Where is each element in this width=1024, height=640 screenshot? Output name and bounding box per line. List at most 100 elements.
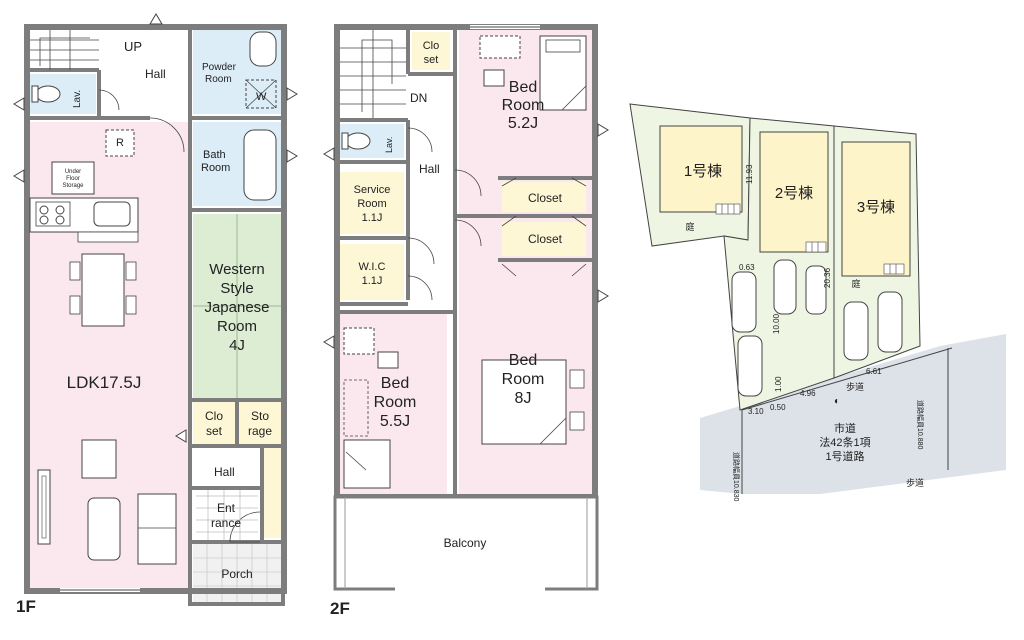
entry-grids <box>715 203 905 275</box>
closet1-label: Closet <box>528 191 563 205</box>
entrance-label-2: rance <box>211 516 241 530</box>
parked-cars <box>731 259 903 397</box>
floor-2: Clo set DN Lav. Hall Service Room 1.1J W… <box>323 24 609 618</box>
road-label-3: 1号道路 <box>825 449 864 463</box>
dim-1193: 11.93 <box>745 164 754 184</box>
floor2-hall-label: Hall <box>419 162 440 176</box>
closet2-fill <box>502 222 586 256</box>
site-plan: 1号棟 2号棟 3号棟 庭 庭 11.93 20.36 0.63 10.00 1… <box>629 103 1006 502</box>
storage-label-2: rage <box>248 424 272 438</box>
ldk-door-swing <box>149 117 185 153</box>
service-room-label-1: Service <box>354 184 391 196</box>
road-label-2: 法42条1項 <box>819 435 870 449</box>
bed-52-label-2: Room <box>502 97 545 114</box>
dim-063: 0.63 <box>739 263 755 272</box>
sofa <box>137 493 177 565</box>
storage-label-1: Sto <box>251 409 269 423</box>
closet-small-fill <box>412 32 450 70</box>
lot-3-house <box>841 141 911 277</box>
dn-label: DN <box>410 91 427 105</box>
balcony-outline <box>333 495 599 591</box>
road-label-1: 市道 <box>834 421 856 435</box>
garden-label: 庭 <box>685 221 694 232</box>
bed-55-label-2: Room <box>374 394 417 411</box>
bed-55 <box>343 327 399 489</box>
lot-2-label: 2号棟 <box>775 185 813 202</box>
lot-3-label: 3号棟 <box>857 199 895 216</box>
entrance-door-swing <box>229 511 261 543</box>
dim-661: 6.61 <box>866 367 882 376</box>
sink-icon <box>93 201 131 227</box>
bath-room-label-1: Bath <box>203 149 226 161</box>
floor2-toilet-icon <box>345 132 371 150</box>
closet1-fill <box>502 182 586 212</box>
wic-label-2: 1.1J <box>362 275 383 287</box>
powder-room-label-1: Powder <box>202 62 237 73</box>
wic-label-1: W.I.C <box>359 261 386 273</box>
bed-55-label-1: Bed <box>381 375 409 392</box>
living-table <box>87 497 121 561</box>
bed-8-label-3: 8J <box>515 390 532 407</box>
under-floor-storage-box <box>51 161 95 195</box>
dim-100: 1.00 <box>774 376 783 392</box>
washer-space-icon <box>245 79 277 109</box>
floor2-toilet-door <box>407 127 433 153</box>
up-label: UP <box>124 39 142 54</box>
wic-fill <box>340 244 404 300</box>
tv-board <box>37 469 51 545</box>
hall2-label: Hall <box>214 465 235 479</box>
japanese-room-label-5: 4J <box>229 337 245 354</box>
service-room-label-3: 1.1J <box>362 212 383 224</box>
bath-room-label-2: Room <box>201 162 230 174</box>
japanese-room-label-4: Room <box>217 318 257 335</box>
service-room-fill <box>340 172 404 234</box>
under-floor-label-1: Under <box>65 169 81 175</box>
under-floor-label-2: Floor <box>66 176 80 182</box>
japanese-room-label-3: Japanese <box>204 299 269 316</box>
dining-table <box>69 253 137 327</box>
japanese-room-label-1: Western <box>209 261 265 278</box>
floor1-interior-walls <box>27 27 284 604</box>
lot-1-label: 1号棟 <box>684 163 722 180</box>
bed-8-label-1: Bed <box>509 352 537 369</box>
closet-label-1: Clo <box>205 409 223 423</box>
bed-8 <box>481 359 585 445</box>
service-room-label-2: Room <box>357 198 386 210</box>
hall-label: Hall <box>145 67 166 81</box>
dim-1000: 10.00 <box>772 313 781 334</box>
road-width-right: 道路幅員10.880 <box>916 400 925 450</box>
porch-label: Porch <box>221 567 252 581</box>
closet-small-label-1: Clo <box>423 40 440 52</box>
floor1-stairs <box>30 30 99 70</box>
bed-52 <box>479 35 587 111</box>
floor2-stairs <box>340 30 406 118</box>
floor2-interior-walls <box>337 27 595 497</box>
under-floor-label-3: Storage <box>62 183 84 189</box>
refrigerator-label: R <box>116 137 124 149</box>
dim-050: 0.50 <box>770 403 786 412</box>
floor1-outer-wall <box>24 24 287 594</box>
bed-52-label-1: Bed <box>509 79 537 96</box>
refrigerator-icon <box>105 129 135 157</box>
lot-2-house <box>759 131 829 253</box>
bed-8-label-2: Room <box>502 371 545 388</box>
lot-1-house <box>659 125 743 213</box>
washer-label: W <box>256 91 267 103</box>
bed-55-label-3: 5.5J <box>380 413 410 430</box>
bed-52-label-3: 5.2J <box>508 115 538 132</box>
living-chair <box>81 439 117 479</box>
balcony-label: Balcony <box>444 536 487 550</box>
closet-doors <box>501 177 587 277</box>
bathtub-icon <box>243 129 277 201</box>
closet2-label: Closet <box>528 232 563 246</box>
floor-1: UP Hall Powder Room W Lav. R Bath Room U… <box>13 13 298 616</box>
toilet-door-swing <box>98 89 120 111</box>
powder-room-label-2: Room <box>205 74 232 85</box>
tatami-lines <box>193 214 281 398</box>
closet-small-label-2: set <box>424 54 439 66</box>
floor1-title: 1F <box>16 597 36 616</box>
dim-496: 4.96 <box>800 389 816 398</box>
sidewalk2-label: 歩道 <box>906 477 924 488</box>
sidewalk-label: 歩道 <box>846 381 864 392</box>
